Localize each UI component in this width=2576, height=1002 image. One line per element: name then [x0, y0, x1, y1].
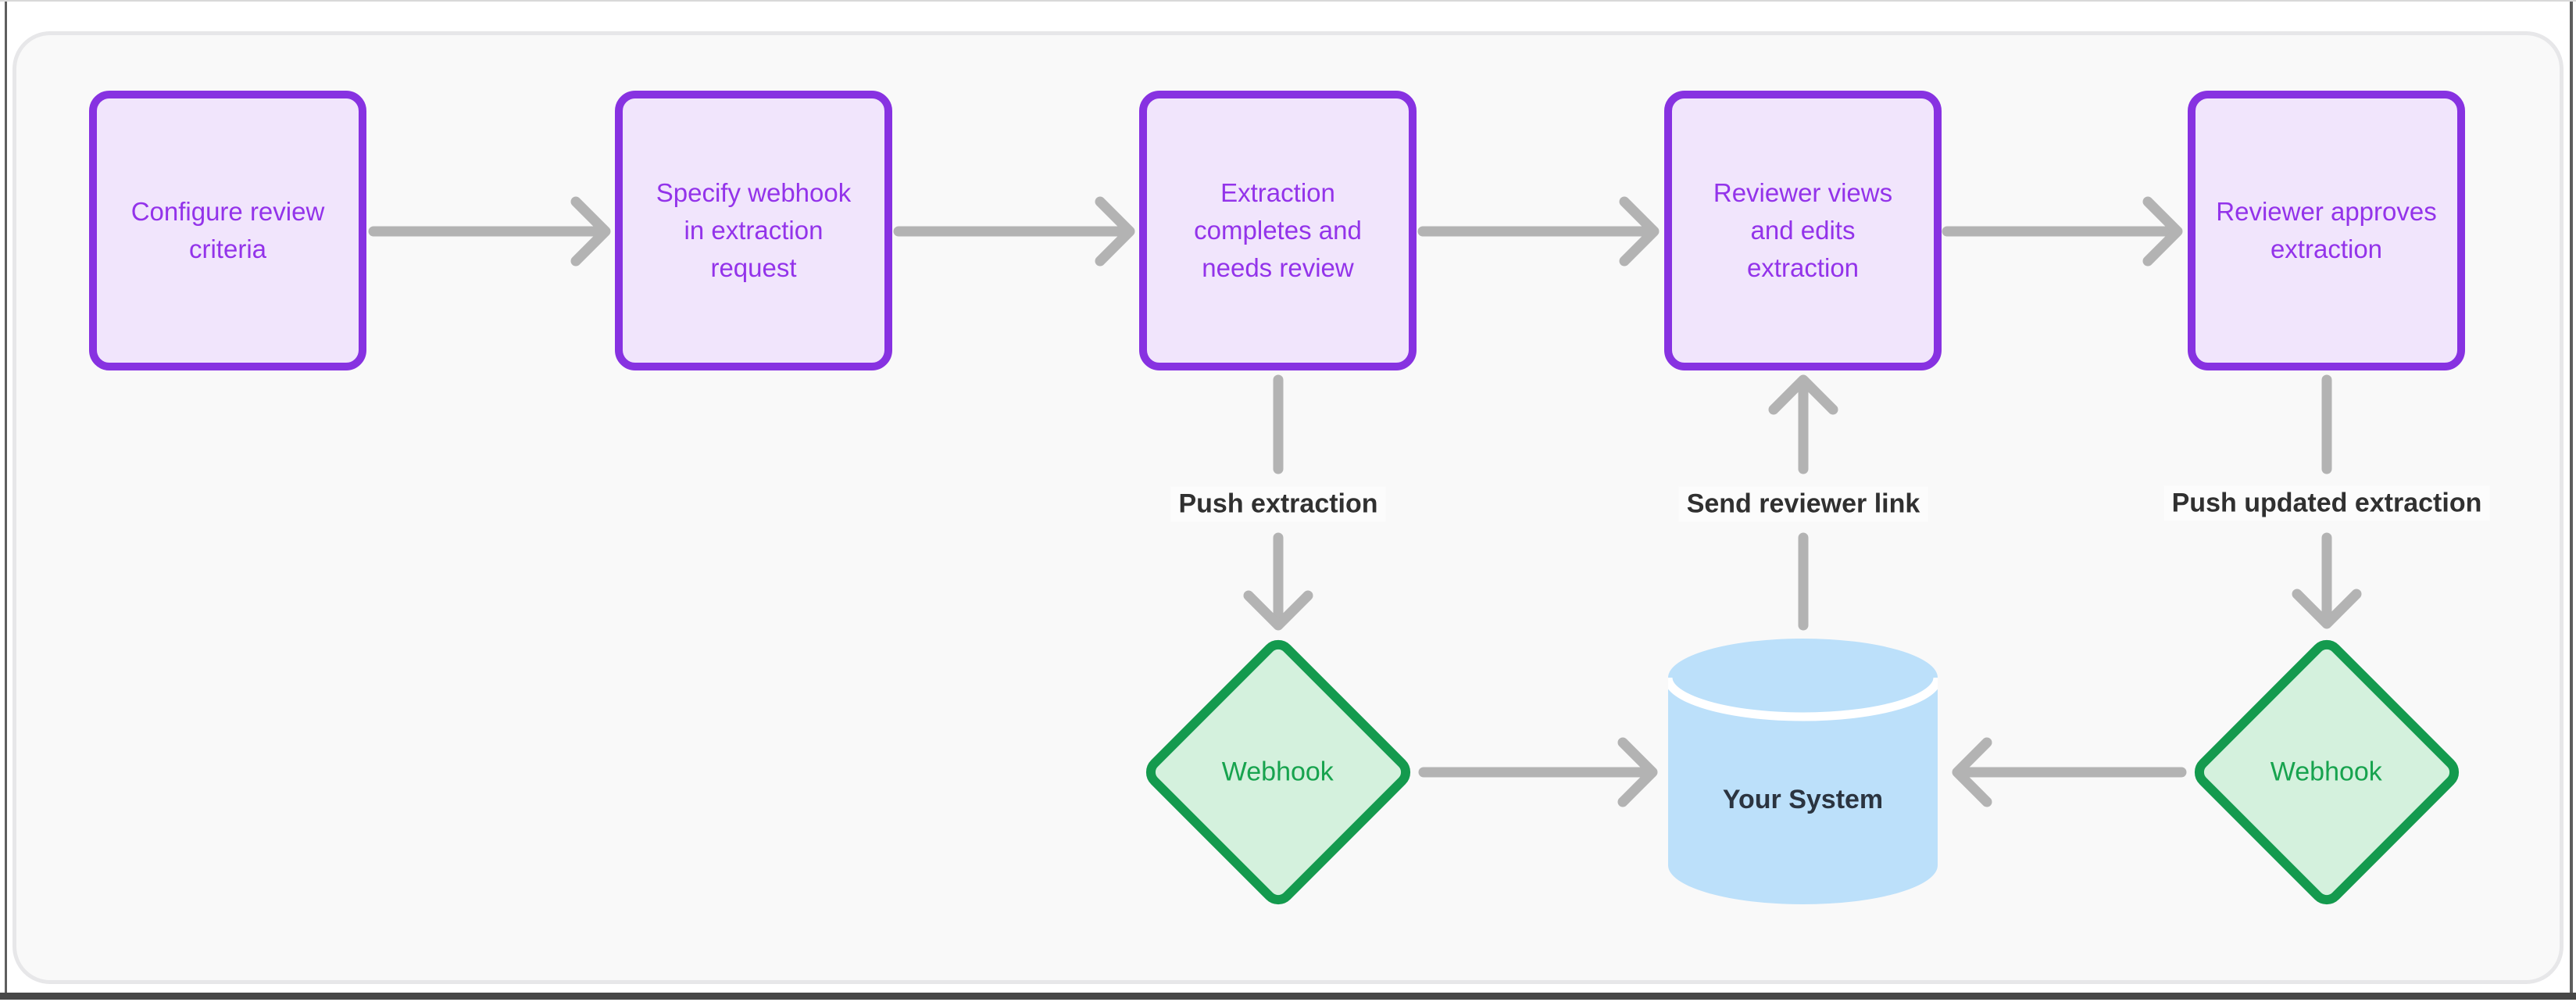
window-right-edge	[2570, 2, 2573, 996]
arrow-step1-step2	[368, 196, 611, 267]
arrow-step2-step3	[893, 196, 1135, 267]
node-your-system: Your System	[1668, 639, 1938, 904]
window-top-edge	[0, 0, 2576, 2]
node-webhook-1: Webhook	[1138, 632, 1418, 912]
node-reviewer-approves: Reviewer approves extraction	[2188, 91, 2465, 370]
node-label: Reviewer approves extraction	[2216, 197, 2437, 263]
node-label: Configure review criteria	[130, 197, 325, 263]
window-left-edge	[5, 2, 7, 996]
arrow-step3-step4	[1417, 196, 1660, 267]
node-label: Reviewer views and edits extraction	[1713, 178, 1893, 282]
edge-label-send-reviewer-link: Send reviewer link	[1678, 486, 1928, 522]
node-specify-webhook: Specify webhook in extraction request	[615, 91, 892, 370]
database-cylinder-icon	[1668, 639, 1938, 904]
node-webhook-2: Webhook	[2187, 632, 2467, 912]
node-label: Your System	[1722, 785, 1884, 814]
node-label: Webhook	[1222, 757, 1334, 787]
node-reviewer-views-edits: Reviewer views and edits extraction	[1664, 91, 1942, 370]
arrow-webhook2-system	[1952, 737, 2187, 807]
window-bottom-edge	[0, 993, 2576, 1000]
edge-label-push-updated-extraction: Push updated extraction	[2163, 485, 2490, 521]
arrow-webhook1-system	[1418, 737, 1658, 807]
arrow-step4-step5	[1942, 196, 2183, 267]
node-label: Extraction completes and needs review	[1194, 178, 1362, 282]
node-configure-review-criteria: Configure review criteria	[89, 91, 366, 370]
node-label: Specify webhook in extraction request	[656, 178, 852, 282]
edge-label-push-extraction: Push extraction	[1170, 486, 1386, 522]
node-label: Webhook	[2271, 757, 2383, 787]
node-extraction-completes: Extraction completes and needs review	[1139, 91, 1417, 370]
